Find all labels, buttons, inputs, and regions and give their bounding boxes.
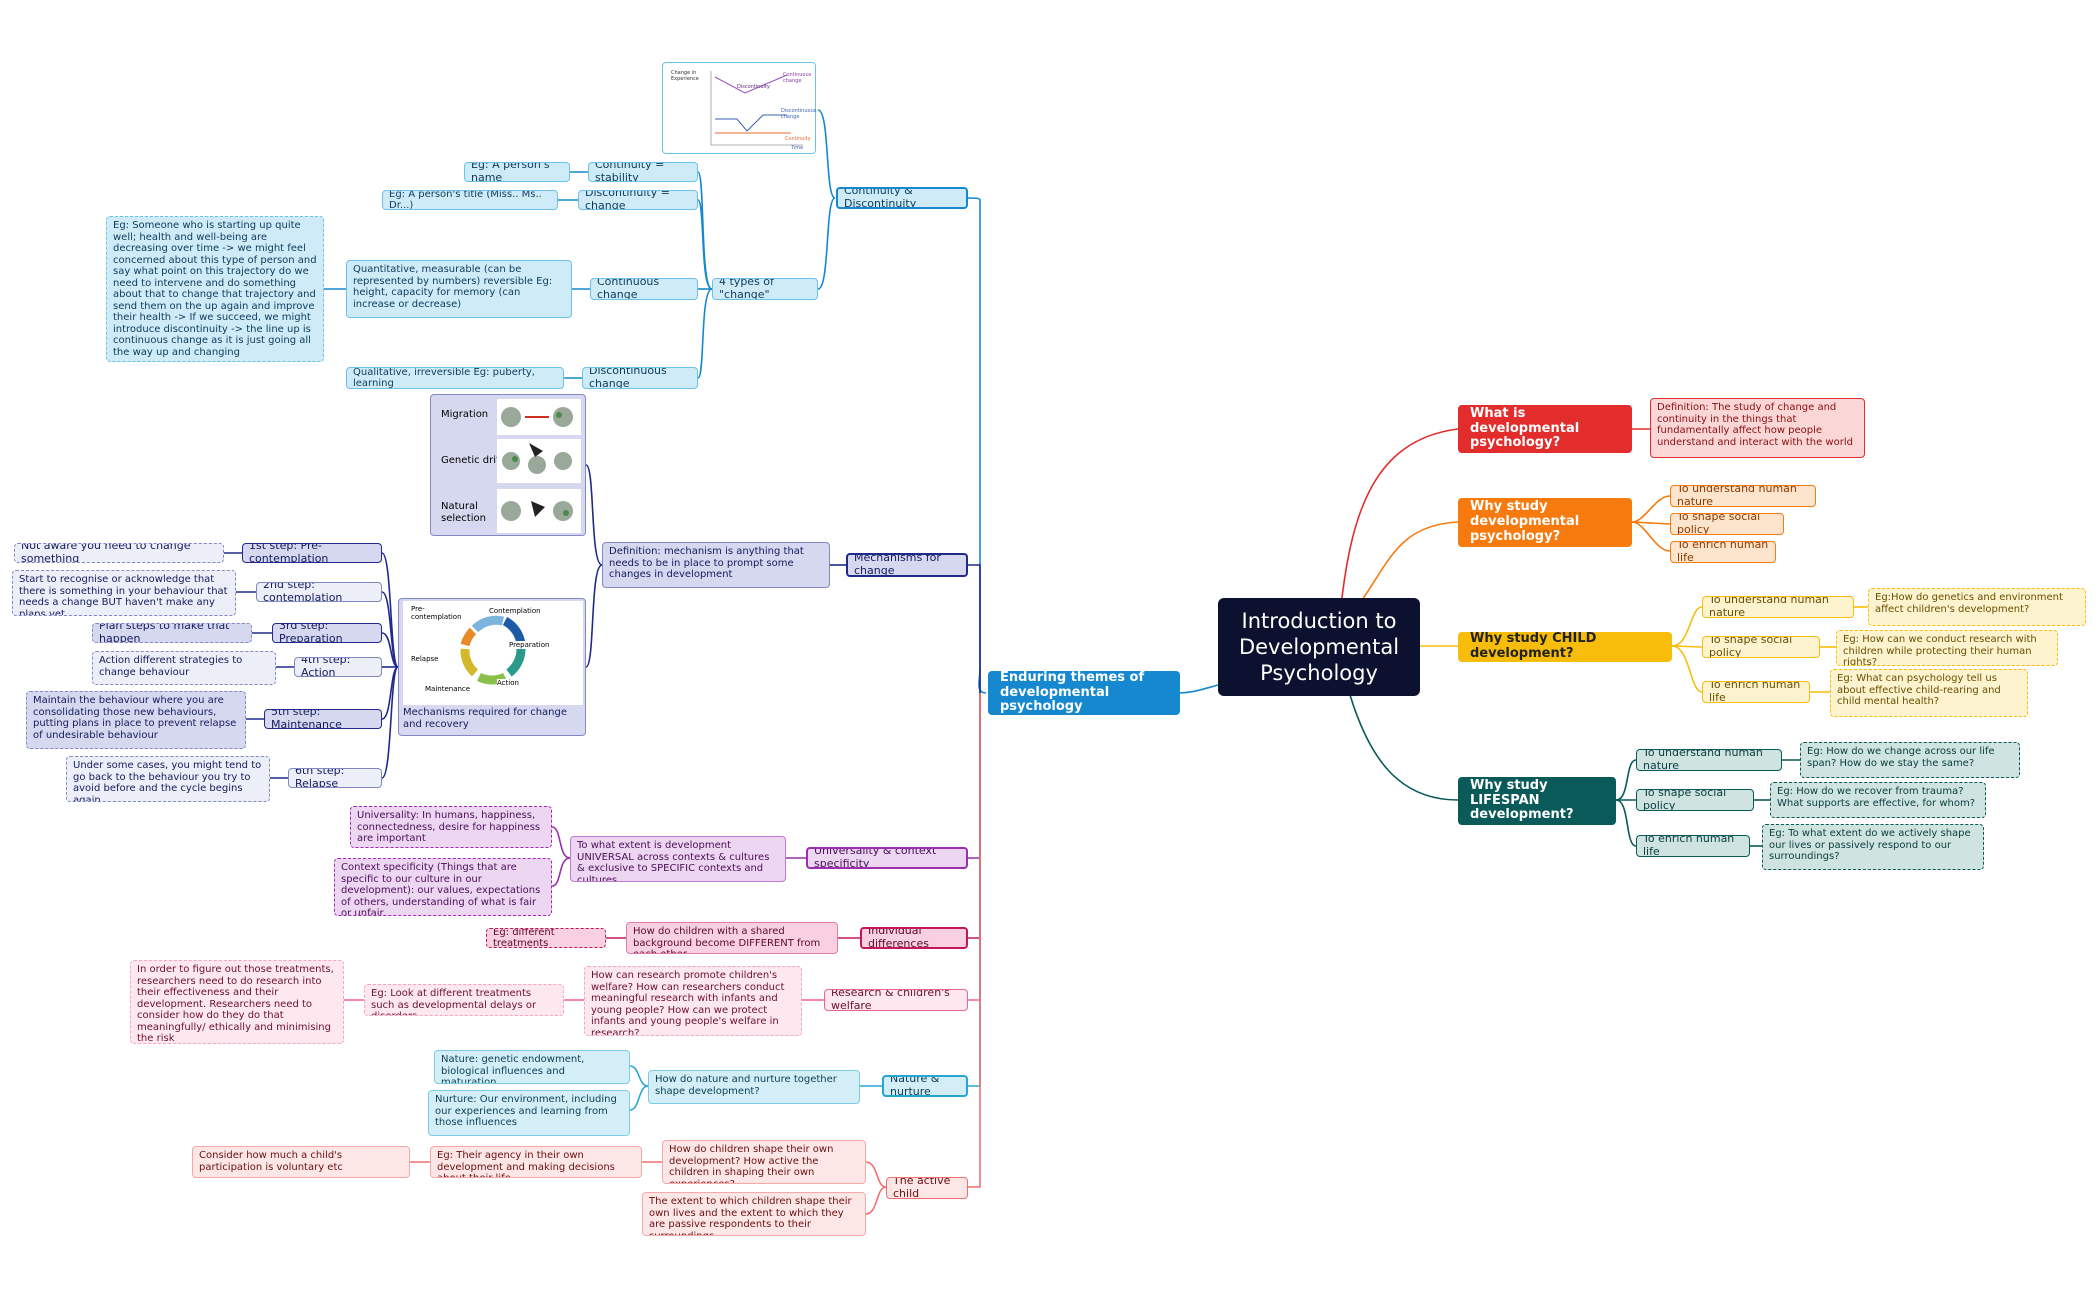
active-child-example[interactable]: Eg: Their agency in their own developmen… — [430, 1146, 642, 1178]
why-lifespan-item-3[interactable]: To enrich human life — [1636, 835, 1750, 857]
change-example[interactable]: Eg: A person's title (Miss.. Ms.. Dr...) — [382, 190, 558, 210]
migration-label: Migration — [441, 409, 489, 420]
active-child-extent[interactable]: The extent to which children shape their… — [642, 1192, 866, 1236]
why-child-example-1[interactable]: Eg:How do genetics and environment affec… — [1868, 588, 2086, 626]
step-6[interactable]: 6th step: Relapse — [288, 768, 382, 788]
cycle-label-maintenance: Maintenance — [425, 685, 471, 693]
step-5-desc[interactable]: Maintain the behaviour where you are con… — [26, 691, 246, 749]
universality-context[interactable]: Universality & context specificity — [806, 847, 968, 869]
definition-node[interactable]: Definition: The study of change and cont… — [1650, 398, 1865, 458]
step-2[interactable]: 2nd step: contemplation — [256, 582, 382, 602]
active-child-note[interactable]: Consider how much a child's participatio… — [192, 1146, 410, 1178]
why-dev-psych[interactable]: Why study developmental psychology? — [1458, 498, 1632, 547]
why-child-example-3[interactable]: Eg: What can psychology tell us about ef… — [1830, 669, 2028, 717]
step-1-desc[interactable]: Not aware you need to change something — [14, 543, 224, 563]
why-child-item-1[interactable]: To understand human nature — [1702, 596, 1854, 618]
continuity-graph — [710, 71, 803, 146]
cycle-label-relapse: Relapse — [411, 655, 439, 663]
graph-label-continuous: Continuous change — [783, 72, 812, 84]
cycle-label-precontemplation: Pre-contemplation — [411, 605, 462, 621]
root-topic[interactable]: Introduction to Developmental Psychology — [1218, 598, 1420, 696]
step-2-desc[interactable]: Start to recognise or acknowledge that t… — [12, 570, 236, 616]
universality-desc[interactable]: Universality: In humans, happiness, conn… — [350, 806, 552, 848]
cycle-caption: Mechanisms required for change and recov… — [403, 707, 568, 730]
natural-selection-label: Natural selection — [441, 501, 486, 524]
nurture-desc[interactable]: Nurture: Our environment, including our … — [428, 1090, 630, 1136]
cycle-label-contemplation: Contemplation — [489, 607, 541, 615]
continuity-discontinuity[interactable]: Continuity & Discontinuity — [836, 187, 968, 209]
graph-label-continuity: Continuity — [785, 136, 811, 142]
step-3[interactable]: 3rd step: Preparation — [272, 623, 382, 643]
active-child-question[interactable]: How do children shape their own developm… — [662, 1140, 866, 1184]
research-example[interactable]: Eg: Look at different treatments such as… — [364, 984, 564, 1016]
graph-y-label: Change in Experience — [671, 70, 699, 82]
why-child-dev[interactable]: Why study CHILD development? — [1458, 632, 1672, 662]
step-1[interactable]: 1st step: Pre-contemplation — [242, 543, 382, 563]
research-note[interactable]: In order to figure out those treatments,… — [130, 960, 344, 1044]
why-child-example-2[interactable]: Eg: How can we conduct research with chi… — [1836, 630, 2058, 666]
continuity-stability[interactable]: Continuity = stability — [588, 162, 698, 182]
universality-question[interactable]: To what extent is development UNIVERSAL … — [570, 836, 786, 882]
nature-nurture[interactable]: Nature & nurture — [882, 1075, 968, 1097]
why-child-item-2[interactable]: To shape social policy — [1702, 636, 1820, 658]
genetic-drift-label: Genetic drift — [441, 455, 504, 466]
nature-question[interactable]: How do nature and nurture together shape… — [648, 1070, 860, 1104]
graph-x-label: Time — [791, 145, 804, 151]
continuous-change-desc[interactable]: Quantitative, measurable (can be represe… — [346, 260, 572, 318]
change-cycle-image: Pre-contemplation Contemplation Preparat… — [398, 598, 586, 736]
genetic-illustration — [497, 399, 581, 533]
discontinuous-change[interactable]: Discontinuous change — [582, 367, 698, 389]
individual-question[interactable]: How do children with a shared background… — [626, 922, 838, 954]
continuous-change[interactable]: Continuous change — [590, 278, 698, 300]
cycle-label-action: Action — [497, 679, 519, 687]
step-5[interactable]: 5th step: Maintenance — [264, 709, 382, 729]
four-types-change[interactable]: 4 types of "change" — [712, 278, 818, 300]
research-question[interactable]: How can research promote children's welf… — [584, 966, 802, 1036]
graph-label-discontinuity: Discontinuity — [737, 84, 770, 90]
why-lifespan-item-2[interactable]: To shape social policy — [1636, 789, 1754, 811]
discontinuity-change[interactable]: Discontinuity = change — [578, 190, 698, 210]
stability-example[interactable]: Eg: A person's name — [464, 162, 570, 182]
research-welfare[interactable]: Research & children's welfare — [824, 989, 968, 1011]
individual-example[interactable]: Eg: different treatments — [486, 928, 606, 948]
individual-differences[interactable]: Individual differences — [860, 927, 968, 949]
continuous-change-example[interactable]: Eg: Someone who is starting up quite wel… — [106, 216, 324, 362]
graph-label-discontinuous: Discontinuous change — [781, 108, 817, 120]
context-specificity-desc[interactable]: Context specificity (Things that are spe… — [334, 858, 552, 916]
discontinuous-change-desc[interactable]: Qualitative, irreversible Eg: puberty, l… — [346, 367, 564, 389]
genetic-mechanisms-image: Migration Genetic drift Natural selectio… — [430, 394, 586, 536]
step-6-desc[interactable]: Under some cases, you might tend to go b… — [66, 756, 270, 802]
why-lifespan-example-1[interactable]: Eg: How do we change across our life spa… — [1800, 742, 2020, 778]
why-dev-item-2[interactable]: To shape social policy — [1670, 513, 1784, 535]
enduring-themes[interactable]: Enduring themes of developmental psychol… — [988, 671, 1180, 715]
what-is-dev-psych[interactable]: What is developmental psychology? — [1458, 405, 1632, 453]
why-dev-item-3[interactable]: To enrich human life — [1670, 541, 1776, 563]
why-child-item-3[interactable]: To enrich human life — [1702, 681, 1810, 703]
step-4-desc[interactable]: Action different strategies to change be… — [92, 651, 276, 685]
step-4[interactable]: 4th step: Action — [294, 657, 382, 677]
why-lifespan-example-3[interactable]: Eg: To what extent do we actively shape … — [1762, 824, 1984, 870]
why-lifespan-dev[interactable]: Why study LIFESPAN development? — [1458, 777, 1616, 825]
why-dev-item-1[interactable]: To understand human nature — [1670, 485, 1816, 507]
active-child[interactable]: The active child — [886, 1177, 968, 1199]
why-lifespan-example-2[interactable]: Eg: How do we recover from trauma? What … — [1770, 782, 1986, 818]
nature-desc[interactable]: Nature: genetic endowment, biological in… — [434, 1050, 630, 1084]
mechanism-definition[interactable]: Definition: mechanism is anything that n… — [602, 542, 830, 588]
why-lifespan-item-1[interactable]: To understand human nature — [1636, 749, 1782, 771]
cycle-label-preparation: Preparation — [509, 641, 550, 649]
mechanisms-for-change[interactable]: Mechanisms for change — [846, 553, 968, 577]
step-3-desc[interactable]: Plan steps to make that happen — [92, 623, 252, 643]
continuity-graph-image: Change in Experience Discontinuity Conti… — [662, 62, 816, 154]
